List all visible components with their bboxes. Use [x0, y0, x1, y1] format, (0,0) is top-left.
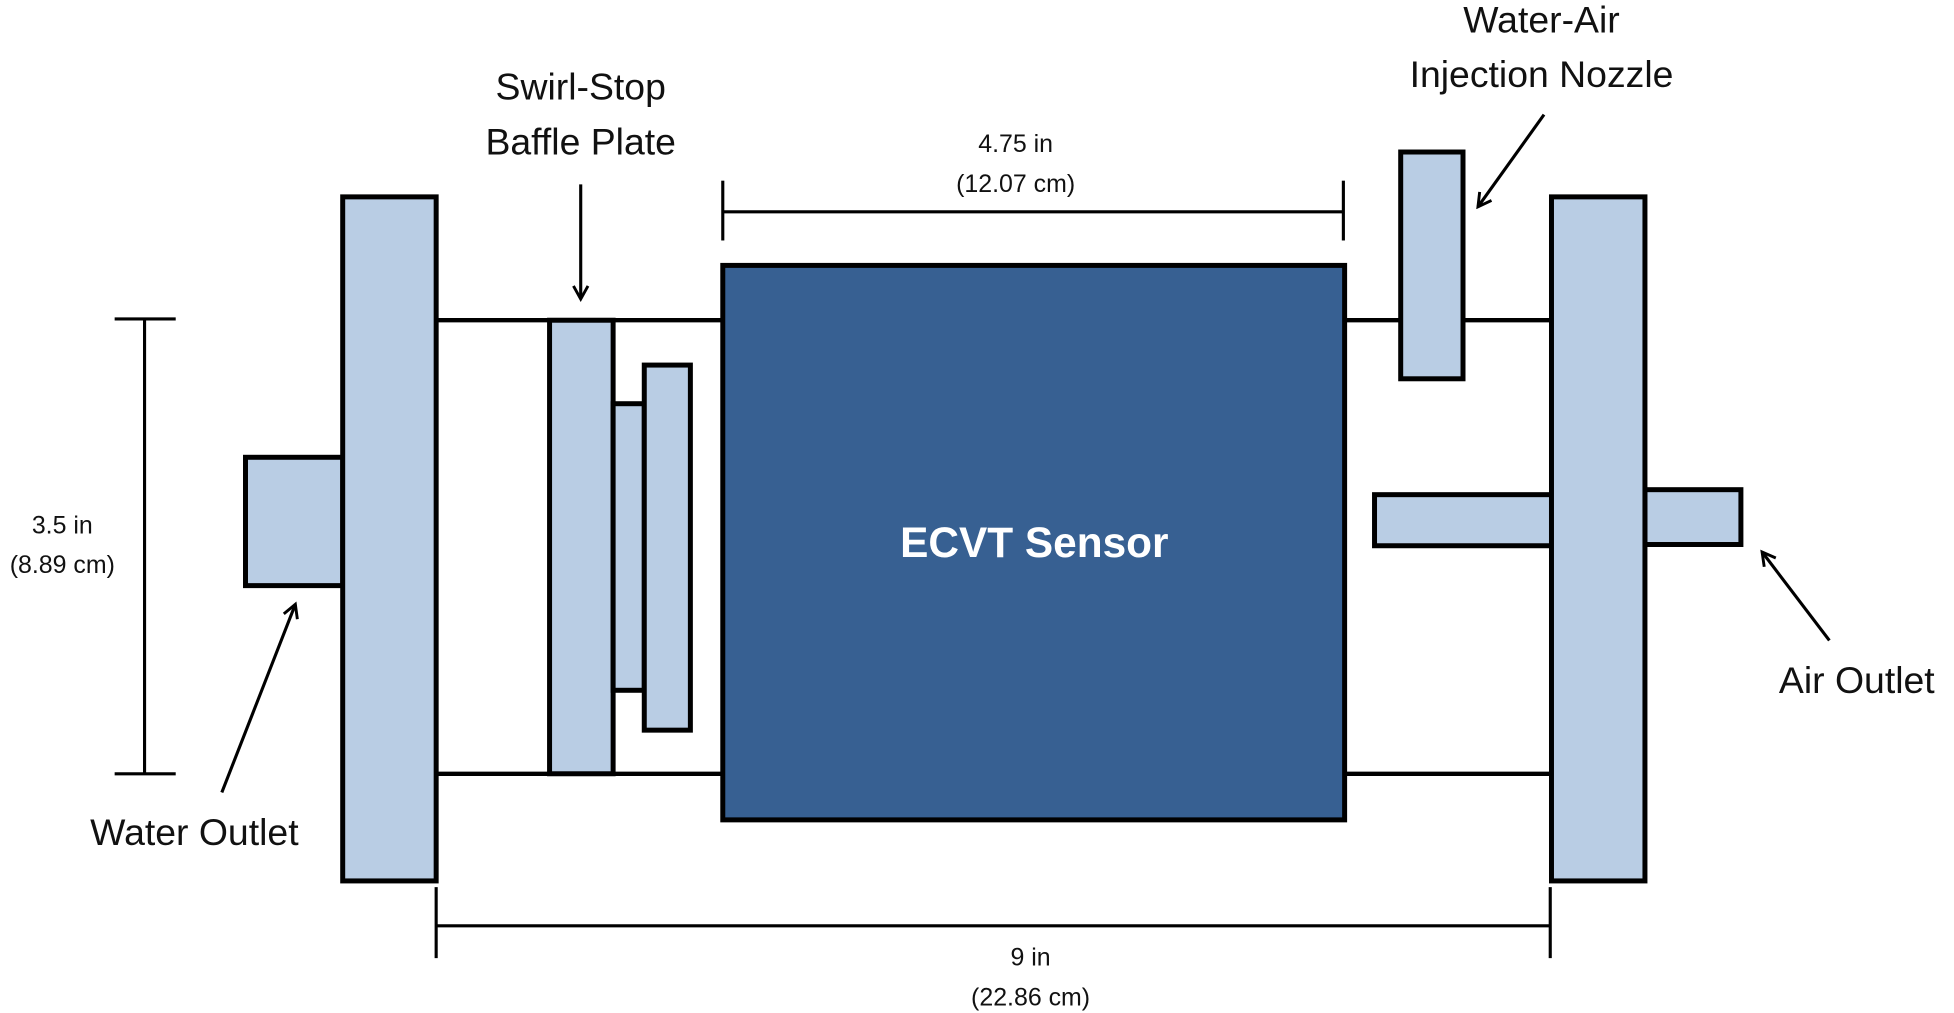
- label-water-outlet: Water Outlet: [90, 811, 299, 853]
- ecvt-sensor-label: ECVT Sensor: [900, 519, 1168, 566]
- baffle-connector: [610, 401, 647, 693]
- label-air-outlet: Air Outlet: [1779, 659, 1935, 701]
- right-flange: [1548, 194, 1648, 884]
- left-flange: [340, 194, 439, 884]
- arrow-nozzle: [1478, 113, 1546, 207]
- ecvt-sensor: [720, 262, 1348, 823]
- arrow-water-outlet: [220, 604, 296, 794]
- dim-diameter-cm: (8.89 cm): [10, 551, 115, 579]
- dim-total-length-cm: (22.86 cm): [971, 984, 1090, 1012]
- air-outlet-tube-outer: [1642, 487, 1744, 547]
- dim-sensor-length-in: 4.75 in: [978, 130, 1053, 158]
- baffle-disc: [641, 362, 693, 733]
- label-nozzle-line2: Injection Nozzle: [1410, 53, 1674, 95]
- dim-total-length-in: 9 in: [1010, 944, 1050, 972]
- dim-sensor-length-cm: (12.07 cm): [956, 170, 1075, 198]
- dim-diameter-in: 3.5 in: [32, 511, 93, 539]
- baffle-plate: [547, 317, 616, 777]
- label-swirl-stop-line2: Baffle Plate: [485, 121, 675, 163]
- air-outlet-tube-inner: [1372, 492, 1554, 549]
- label-nozzle-line1: Water-Air: [1463, 0, 1619, 40]
- injection-nozzle: [1398, 149, 1466, 382]
- arrow-air-outlet: [1762, 552, 1831, 642]
- label-swirl-stop-line1: Swirl-Stop: [496, 66, 666, 108]
- water-outlet-port: [243, 454, 346, 589]
